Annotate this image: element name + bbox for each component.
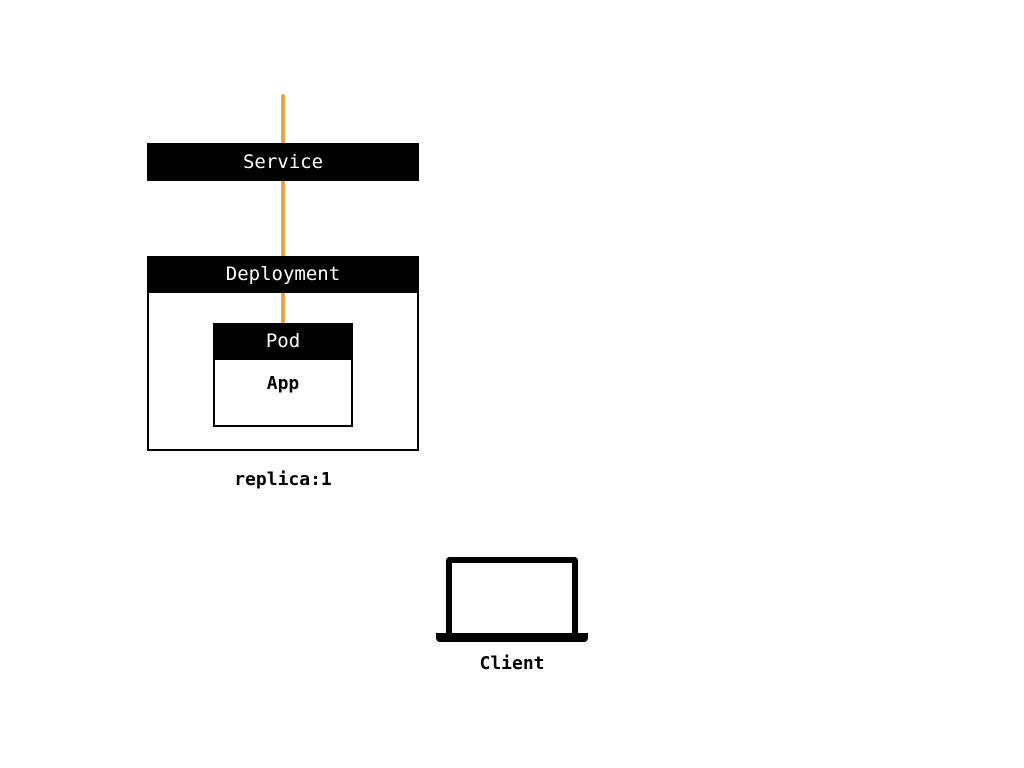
app-label: App xyxy=(266,373,300,394)
connector-top xyxy=(281,94,285,146)
service-label: Service xyxy=(242,151,324,173)
laptop-base xyxy=(436,633,588,642)
laptop-screen xyxy=(446,557,578,638)
replica-label: replica:1 xyxy=(234,469,332,490)
deployment-label: Deployment xyxy=(225,263,341,285)
connector-service-deployment xyxy=(281,178,285,260)
client-label: Client xyxy=(479,653,545,674)
pod-label: Pod xyxy=(265,330,301,352)
pod-header: Pod xyxy=(213,323,353,360)
deployment-header: Deployment xyxy=(147,256,419,293)
service-box: Service xyxy=(147,143,419,181)
connector-deployment-pod xyxy=(281,290,285,326)
